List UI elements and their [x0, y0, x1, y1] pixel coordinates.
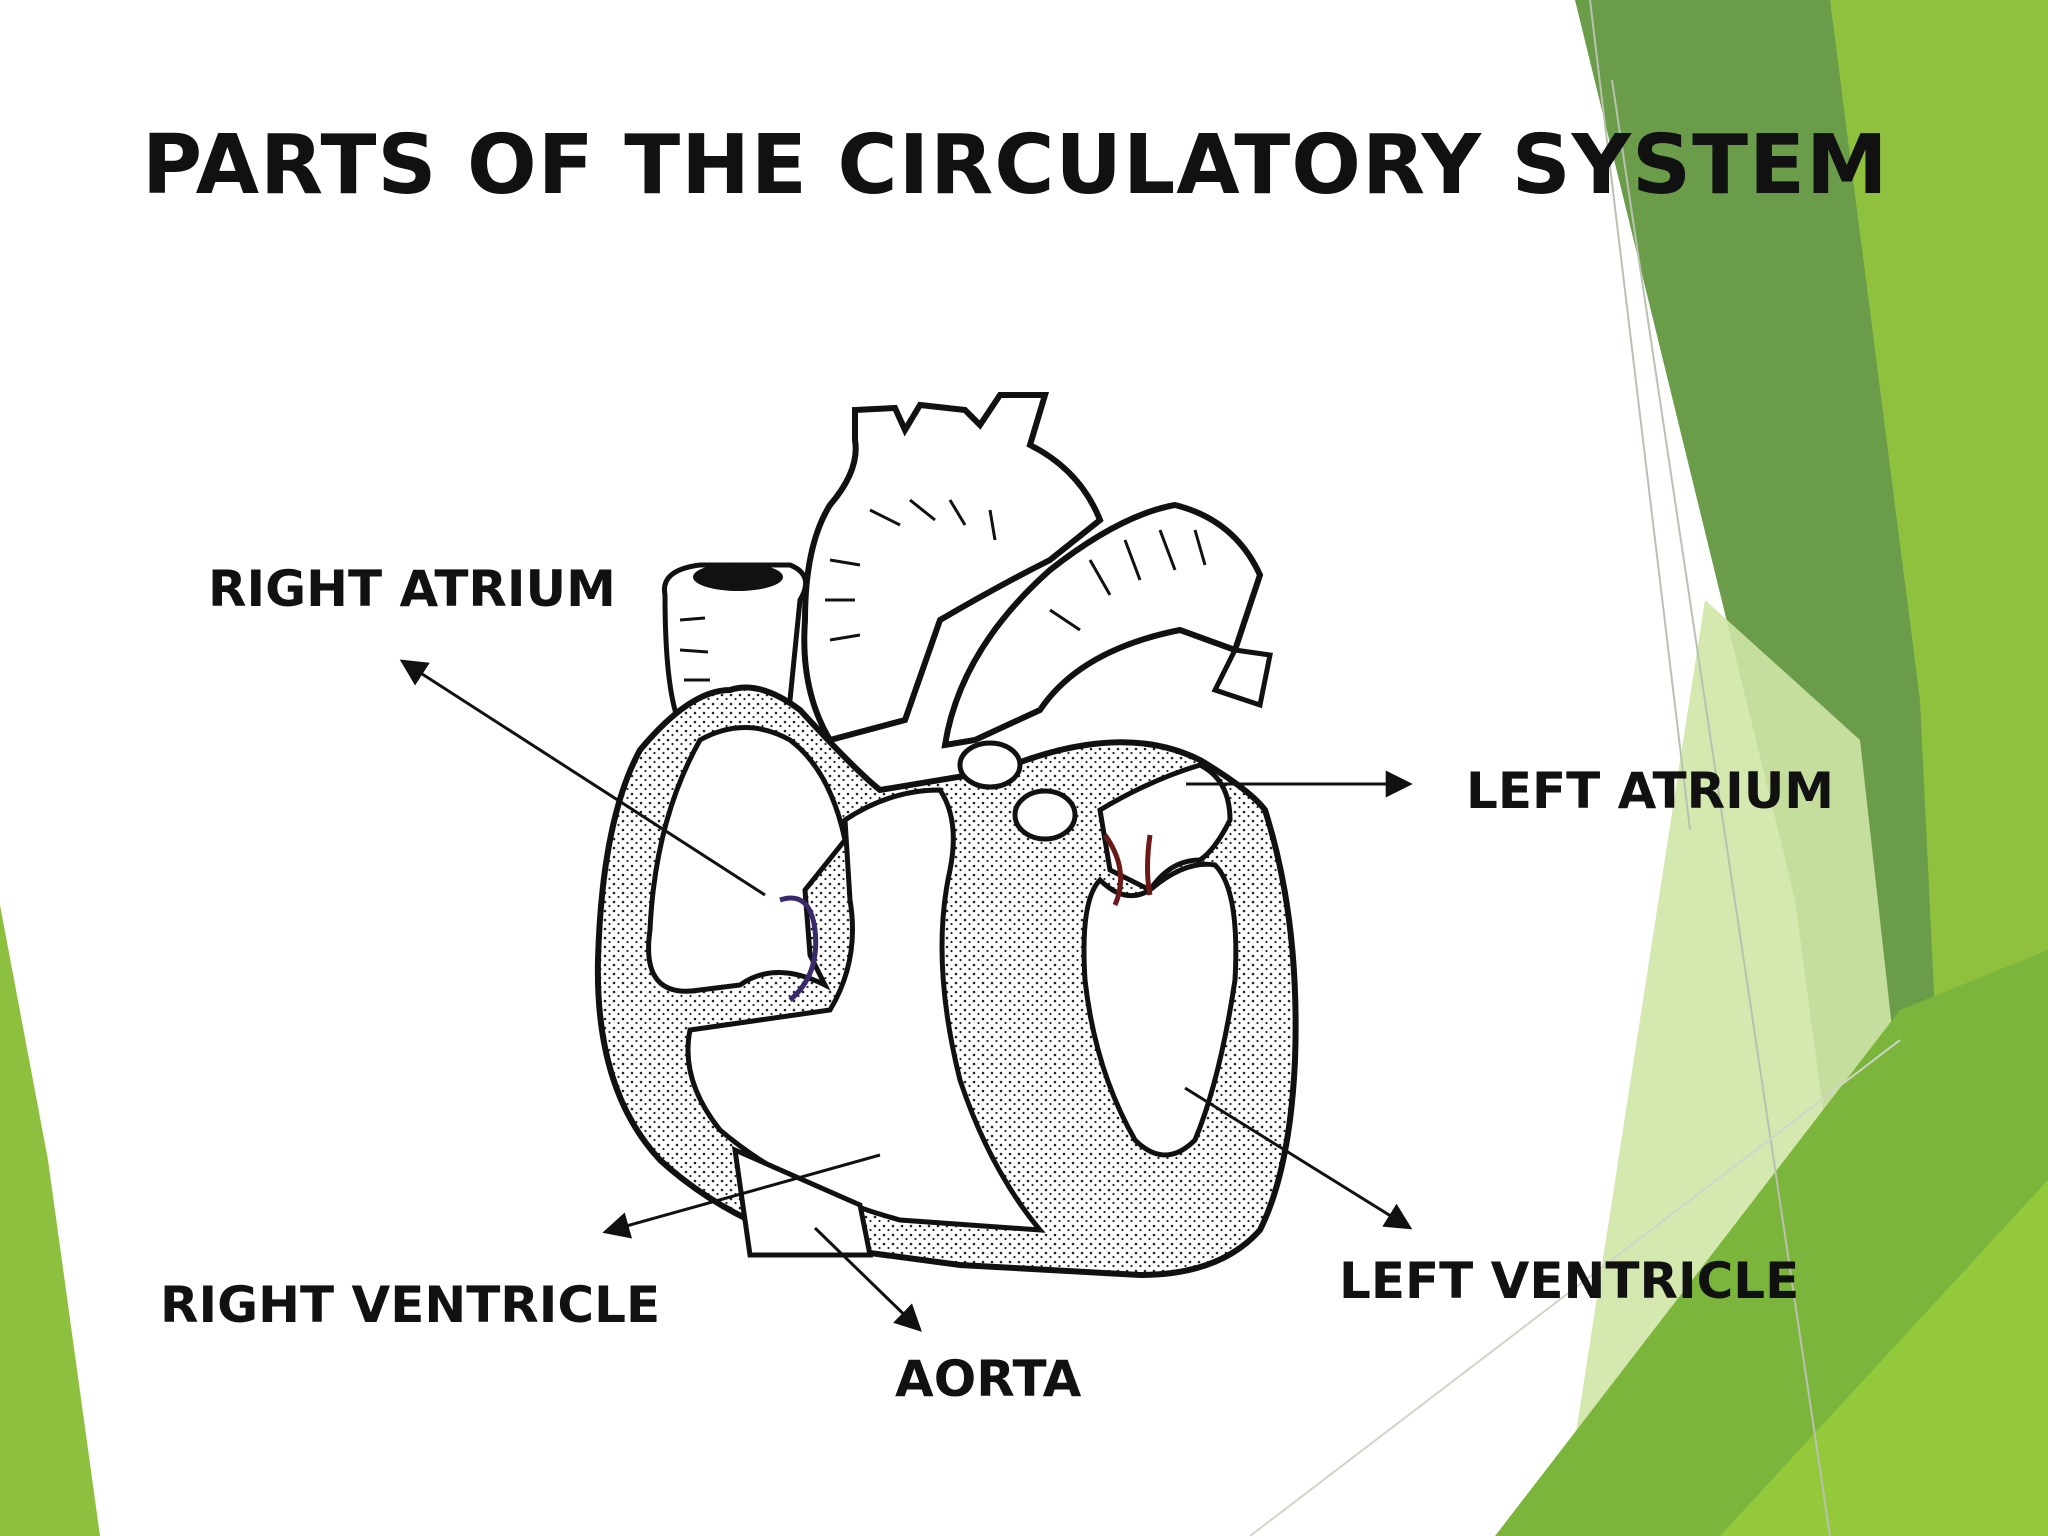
- tricuspid-valve: [779, 895, 819, 1002]
- vena-cava-marks: [679, 616, 710, 682]
- arrow-right-ventricle: [602, 1153, 881, 1239]
- bg-thin-line-1: [1611, 79, 1831, 1536]
- aortic-arch-marks: [825, 498, 997, 642]
- descending-aorta-tube: [731, 1145, 874, 1258]
- bg-panel-bright-green-corner: [1720, 1180, 2048, 1536]
- left-atrium-chamber: [1097, 762, 1233, 894]
- aortic-valve: [1012, 788, 1078, 842]
- pulmonary-vein-stub: [1211, 647, 1273, 709]
- vena-cava-opening: [693, 563, 783, 591]
- right-atrium-chamber: [646, 725, 848, 994]
- bg-panel-left-edge: [0, 905, 100, 1536]
- mitral-valve: [1102, 833, 1153, 906]
- arrow-aorta: [813, 1226, 922, 1332]
- arrow-left-ventricle: [1184, 1086, 1413, 1230]
- slide-title: PARTS OF THE CIRCULATORY SYSTEM: [142, 118, 1889, 213]
- label-aorta: AORTA: [895, 1350, 1082, 1408]
- label-right-atrium: RIGHT ATRIUM: [208, 560, 616, 618]
- pulmonary-trunk: [941, 501, 1264, 749]
- right-ventricle-chamber: [685, 787, 1046, 1233]
- pulmonary-valve: [957, 740, 1023, 790]
- label-right-ventricle: RIGHT VENTRICLE: [160, 1276, 661, 1334]
- left-ventricle-chamber: [1081, 861, 1239, 1158]
- label-left-atrium: LEFT ATRIUM: [1466, 762, 1835, 820]
- label-left-ventricle: LEFT VENTRICLE: [1339, 1252, 1800, 1310]
- pulmonary-trunk-marks: [1049, 529, 1207, 632]
- bg-thin-line-2: [1589, 0, 1691, 831]
- bg-thin-line-3: [1249, 1039, 1901, 1536]
- arrow-right-atrium: [399, 659, 766, 897]
